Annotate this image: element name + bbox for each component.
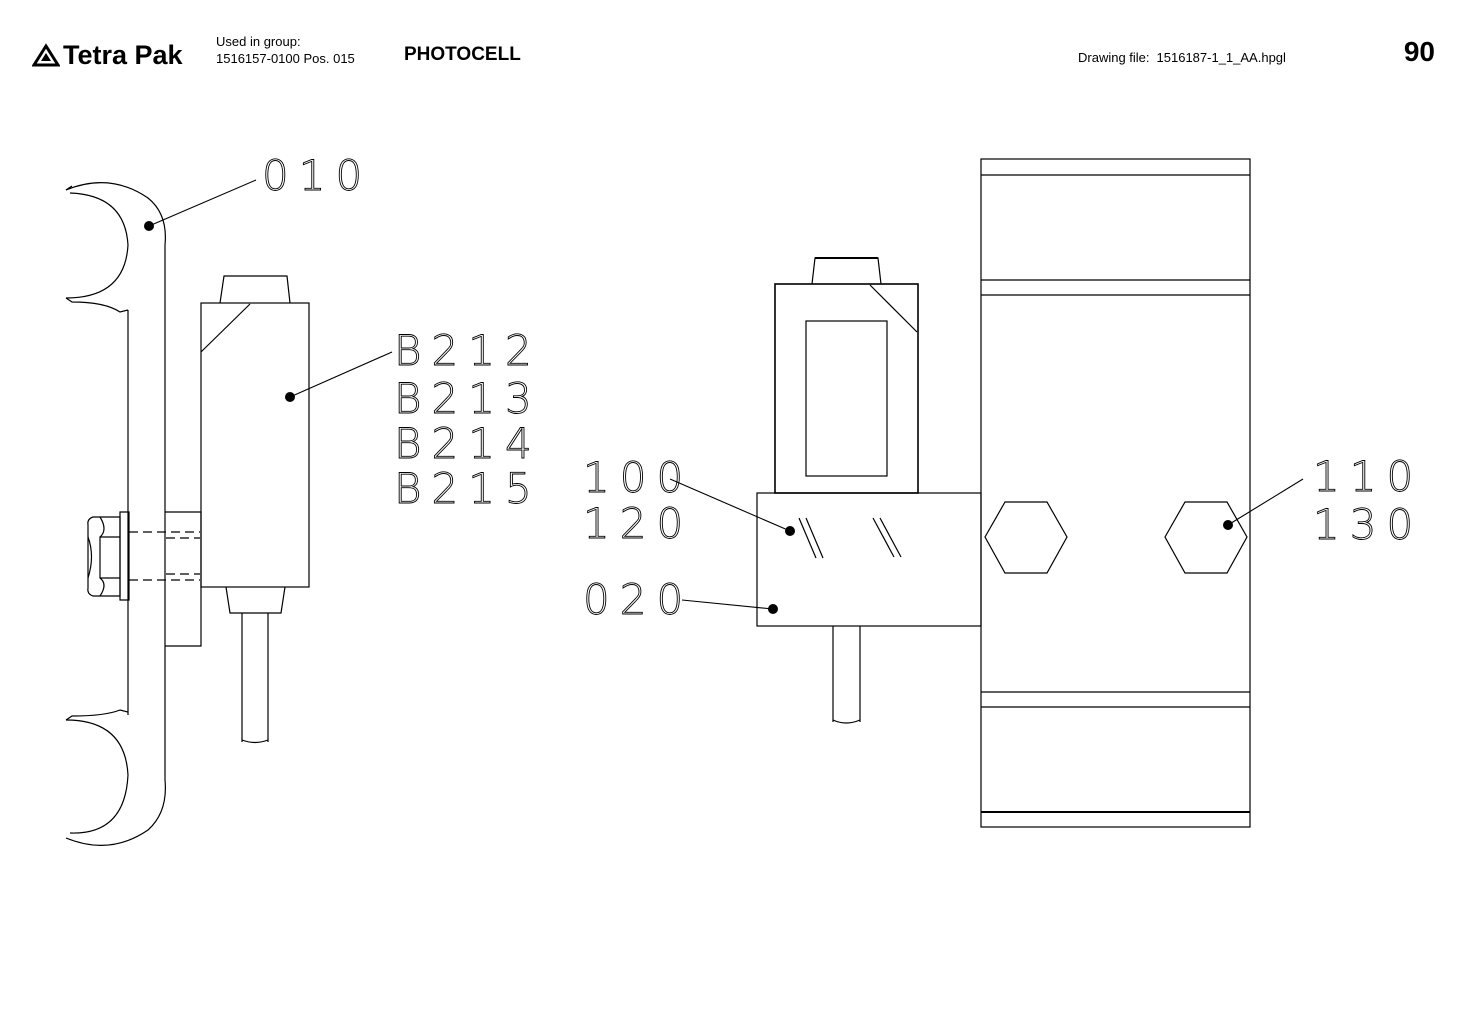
used-in-group: Used in group: 1516157-0100 Pos. 015 — [216, 33, 355, 67]
page-title: PHOTOCELL — [404, 44, 521, 65]
leader-dots — [144, 221, 1233, 614]
callout-100: 100 — [583, 453, 693, 502]
leader-lines — [148, 179, 1304, 610]
page-number: 90 — [1403, 36, 1435, 67]
drawing-file-value: 1516187-1_1_AA.hpgl — [1156, 50, 1286, 65]
page-header: Tetra Pak Used in group: 1516157-0100 Po… — [0, 0, 1462, 100]
callout-b212: B212 — [394, 326, 542, 375]
brand-name: Tetra Pak — [63, 39, 183, 70]
callout-130: 130 — [1313, 500, 1423, 549]
callout-010: 010 — [262, 151, 372, 200]
sensor-left — [200, 275, 310, 744]
tetra-pak-logo: Tetra Pak — [32, 38, 183, 72]
mounting-plate — [980, 158, 1251, 828]
hex-nut-right — [1164, 501, 1248, 574]
stud-left — [129, 531, 200, 581]
callout-110: 110 — [1313, 452, 1423, 501]
drawing-file: Drawing file: 1516187-1_1_AA.hpgl — [1078, 50, 1286, 65]
spacer-left — [165, 511, 202, 647]
callout-020: 020 — [583, 575, 693, 624]
callout-b214: B214 — [394, 419, 542, 468]
callout-b213: B213 — [394, 374, 542, 423]
used-in-group-label: Used in group: — [216, 34, 301, 49]
callout-b215: B215 — [394, 464, 542, 513]
drawing-file-label: Drawing file: — [1078, 50, 1150, 65]
sensor-right — [756, 257, 982, 724]
callout-120: 120 — [583, 499, 693, 548]
tetra-pak-logo-icon — [32, 43, 60, 67]
used-in-group-value: 1516157-0100 Pos. 015 — [216, 51, 355, 66]
nut-left — [87, 511, 130, 601]
bracket-left — [65, 182, 166, 846]
hex-nut-left — [984, 501, 1068, 574]
